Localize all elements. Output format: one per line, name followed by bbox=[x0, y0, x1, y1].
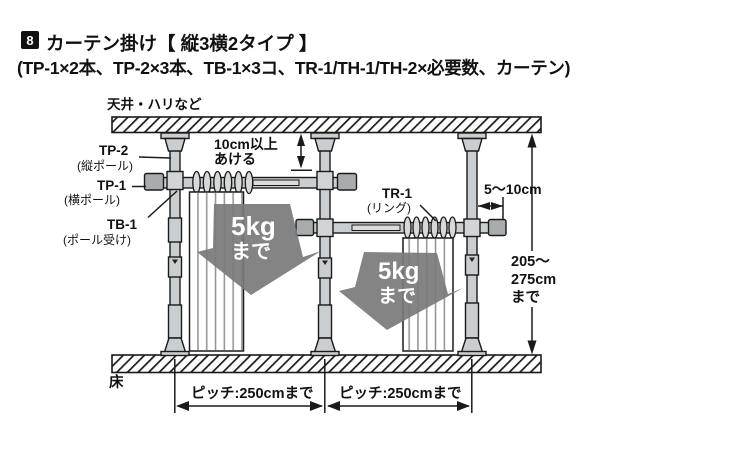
floor-label: 床 bbox=[109, 375, 124, 391]
floor-slab bbox=[111, 354, 542, 374]
load-limit-left-value: 5kg bbox=[231, 211, 276, 241]
dim-height-line1: 205〜 bbox=[511, 254, 550, 270]
parts-list-subtitle: (TP-1×2本、TP-2×3本、TB-1×3コ、TR-1/TH-1/TH-2×… bbox=[17, 58, 571, 78]
label-tp1: TP-1 bbox=[97, 178, 127, 193]
vertical-pole-middle bbox=[310, 132, 340, 357]
curtain-rings-right bbox=[403, 216, 457, 239]
vertical-pole-left bbox=[160, 132, 190, 357]
dim-height-line3: まで bbox=[511, 290, 540, 306]
dim-side-gap bbox=[478, 197, 504, 219]
vertical-pole-right bbox=[457, 132, 487, 357]
load-limit-right-value: 5kg bbox=[378, 258, 420, 285]
load-limit-left-suffix: まで bbox=[231, 241, 271, 263]
label-tb1-sub: (ポール受け) bbox=[63, 233, 131, 247]
label-tr1: TR-1 bbox=[382, 186, 412, 201]
dim-top-gap-label: 10cm以上 あける bbox=[214, 136, 278, 168]
dim-top-gap bbox=[291, 133, 312, 172]
page-title: カーテン掛け【 縦3横2タイプ 】 bbox=[46, 33, 318, 54]
load-limit-left-text: 5kg まで bbox=[231, 213, 276, 262]
load-arrow-right bbox=[339, 252, 463, 330]
load-limit-right-text: 5kg まで bbox=[378, 258, 420, 307]
label-tp2-sub: (縦ポール) bbox=[77, 159, 133, 173]
dim-pitch-left-label: ピッチ:250cmまで bbox=[191, 386, 314, 402]
ceiling-beam bbox=[111, 116, 542, 134]
load-limit-right-suffix: まで bbox=[378, 286, 417, 307]
leader-lines bbox=[132, 156, 437, 222]
dim-pitch-right-label: ピッチ:250cmまで bbox=[339, 386, 462, 402]
curtain-rings-left bbox=[192, 170, 254, 195]
load-arrow-left bbox=[197, 204, 321, 295]
horizontal-pole-lower bbox=[295, 218, 507, 237]
pole-joints bbox=[166, 170, 481, 238]
label-tp1-sub: (横ポール) bbox=[64, 193, 120, 207]
dim-top-gap-line1: 10cm以上 bbox=[214, 136, 278, 152]
dim-height-label: 205〜 275cm まで bbox=[511, 253, 556, 307]
dim-side-gap-label: 5〜10cm bbox=[484, 181, 542, 197]
label-tr1-sub: (リング) bbox=[367, 201, 411, 215]
label-tp2: TP-2 bbox=[99, 143, 129, 158]
dim-top-gap-line2: あける bbox=[214, 151, 256, 168]
dim-height bbox=[527, 133, 537, 355]
dim-pitch bbox=[174, 359, 473, 413]
label-tb1: TB-1 bbox=[107, 217, 137, 232]
section-number-badge: 8 bbox=[21, 31, 39, 49]
ceiling-label: 天井・ハリなど bbox=[107, 97, 202, 112]
dim-height-line2: 275cm bbox=[511, 272, 557, 288]
